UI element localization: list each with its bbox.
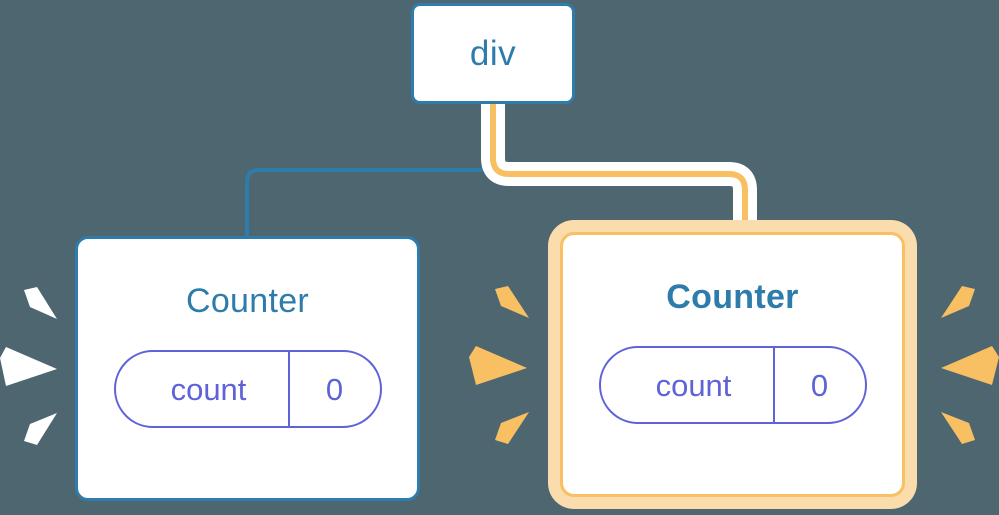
render-burst-orange-right [941,286,999,444]
render-burst-white [0,287,57,445]
node-counter-left-title: Counter [185,282,310,320]
edge-root-to-left-counter [245,102,492,240]
node-counter-right-title: Counter [666,278,799,316]
node-counter-left[interactable]: Counter count 0 [75,236,420,501]
state-value-left: 0 [287,352,380,426]
node-div[interactable]: div [411,3,575,104]
state-key-left: count [170,371,247,407]
node-div-label: div [469,34,517,73]
node-counter-right[interactable]: Counter count 0 [560,232,905,497]
render-burst-orange-left [469,286,529,444]
state-value-right: 0 [772,348,865,422]
state-key-right: count [655,367,732,403]
edge-root-to-right-counter [490,104,748,232]
state-pill-left[interactable]: count 0 [113,350,382,428]
state-pill-right[interactable]: count 0 [598,346,867,424]
edge-root-to-right-counter-halo [481,104,757,232]
